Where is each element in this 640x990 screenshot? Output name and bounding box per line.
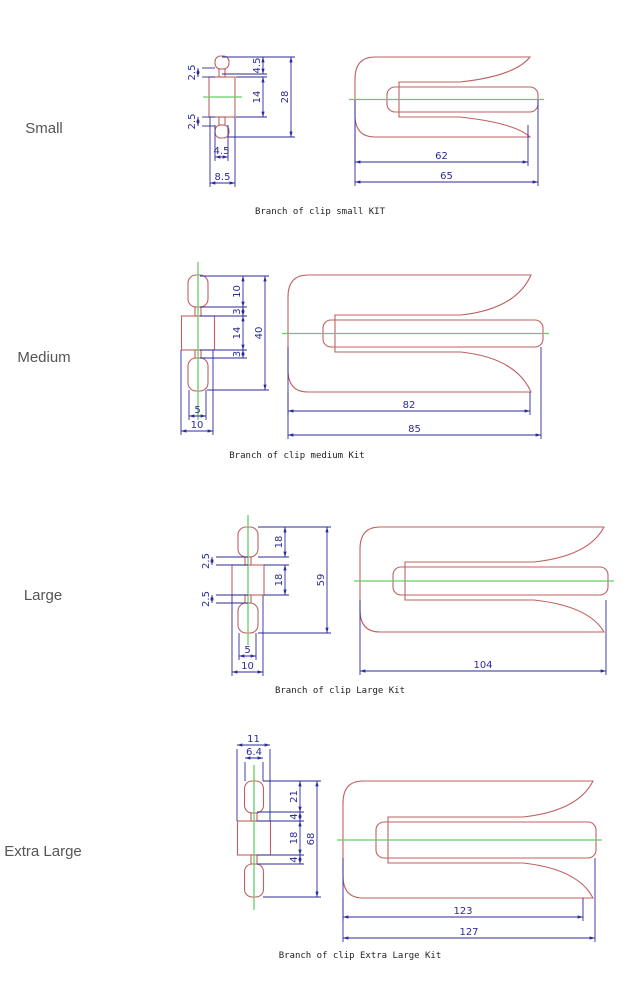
- clip-fork-outline: [359, 526, 605, 633]
- dim-left-top-label: 2.5: [201, 553, 212, 569]
- caption-small: Branch of clip small KIT: [255, 207, 386, 217]
- dim-knob-label: 21: [289, 790, 300, 803]
- dim-left-bottom-label: 2.5: [201, 591, 212, 607]
- bottom-neck: [218, 116, 226, 126]
- size-label-large: Large: [23, 587, 63, 604]
- dim-width-label: 8.5: [215, 172, 231, 183]
- dim-knob-label: 18: [274, 536, 285, 549]
- dim-left-bottom-label: 2.5: [187, 114, 198, 130]
- dim-knob-width-label: 6.4: [246, 747, 262, 758]
- dim-width-label: 10: [191, 420, 204, 431]
- clip-fork-outline: [342, 780, 594, 899]
- dim-body-label: 18: [274, 574, 285, 587]
- dim-total-height-label: 28: [280, 91, 291, 104]
- top-knob: [214, 55, 230, 70]
- clip-fork-outline: [287, 274, 532, 393]
- dim-body-label: 14: [252, 91, 263, 104]
- dim-inner-length-label: 62: [435, 151, 448, 162]
- dim-neck-width-label: 5: [244, 645, 250, 656]
- dim-neck-bottom-label: 4: [289, 856, 300, 862]
- dim-knob-label: 10: [232, 285, 243, 298]
- dim-neck-width-label: 5: [194, 405, 200, 416]
- size-label-medium: Medium: [17, 349, 71, 366]
- dim-neck-bottom-label: 3: [232, 351, 243, 357]
- dim-total-height-label: 68: [306, 833, 317, 846]
- dim-width-label: 10: [241, 661, 254, 672]
- dim-inner-length-label: 82: [403, 400, 416, 411]
- bottom-knob: [214, 124, 230, 139]
- top-neck: [218, 68, 226, 78]
- caption-large: Branch of clip Large Kit: [275, 686, 405, 696]
- dim-width-label: 11: [247, 734, 260, 745]
- size-label-small: Small: [25, 120, 63, 137]
- size-label-extra-large: Extra Large: [4, 843, 82, 860]
- clip-fork-outline: [354, 56, 532, 138]
- dim-neck-top-label: 4: [289, 813, 300, 819]
- dim-body-label: 14: [232, 327, 243, 340]
- dim-total-height-label: 40: [254, 327, 265, 340]
- dim-left-top-label: 2.5: [187, 65, 198, 81]
- dim-total-length-label: 85: [408, 424, 421, 435]
- dim-total-height-label: 59: [316, 574, 327, 587]
- dim-total-length-label: 65: [440, 171, 453, 182]
- caption-medium: Branch of clip medium Kit: [229, 451, 364, 461]
- dim-neck-top-label: 3: [232, 308, 243, 314]
- dim-knob-label: 4.5: [252, 58, 263, 74]
- dim-neck-width-label: 4.5: [214, 146, 230, 157]
- dim-body-label: 18: [289, 832, 300, 845]
- caption-extra-large: Branch of clip Extra Large Kit: [279, 951, 442, 961]
- dim-inner-length-label: 123: [453, 906, 472, 917]
- dim-total-length-label: 104: [473, 660, 492, 671]
- dim-total-length-label: 127: [459, 927, 478, 938]
